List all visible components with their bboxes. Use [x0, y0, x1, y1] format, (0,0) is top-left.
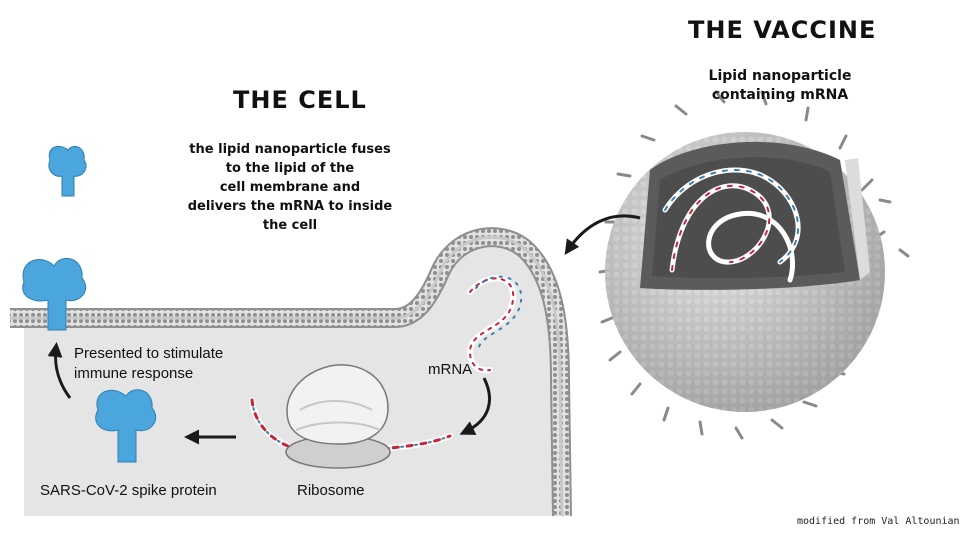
- cytoplasm-spike-protein-icon: [95, 389, 157, 463]
- cell-description-line: to the lipid of the: [225, 161, 355, 176]
- mrna-to-ribosome-arrow: [459, 377, 492, 435]
- presented-label-line1: Presented to stimulate: [74, 345, 224, 362]
- encapsulated-mrna: [662, 167, 801, 283]
- mrna-label: mRNA: [428, 361, 473, 378]
- vaccine-subtitle-line: containing mRNA: [711, 87, 849, 103]
- spike-protein-label: SARS-CoV-2 spike protein: [40, 482, 217, 499]
- ribosome-label: Ribosome: [297, 482, 365, 499]
- ribosome: [249, 364, 453, 469]
- cell-description-line: cell membrane and: [219, 180, 361, 195]
- cell-description: the lipid nanoparticle fuses to the lipi…: [180, 140, 400, 235]
- presented-label-line2: immune response: [74, 365, 194, 382]
- cell-description-line: the lipid nanoparticle fuses: [189, 142, 391, 157]
- vaccine-title: THE VACCINE: [688, 16, 877, 44]
- fusion-arrow: [564, 214, 641, 255]
- membrane-spike-protein-icon: [22, 257, 87, 331]
- vaccine-subtitle-line: Lipid nanoparticle: [708, 68, 852, 84]
- lipid-nanoparticle: [598, 90, 910, 440]
- spike-protein-icon: [48, 145, 87, 197]
- cytoplasmic-mrna: [466, 275, 523, 374]
- cell-title: THE CELL: [233, 86, 367, 114]
- cell-description-line: delivers the mRNA to inside: [187, 199, 393, 214]
- cell-description-line: the cell: [262, 218, 318, 233]
- vaccine-subtitle: Lipid nanoparticle containing mRNA: [690, 67, 870, 105]
- image-credit: modified from Val Altounian: [797, 516, 960, 527]
- presentation-arrow: [47, 342, 72, 399]
